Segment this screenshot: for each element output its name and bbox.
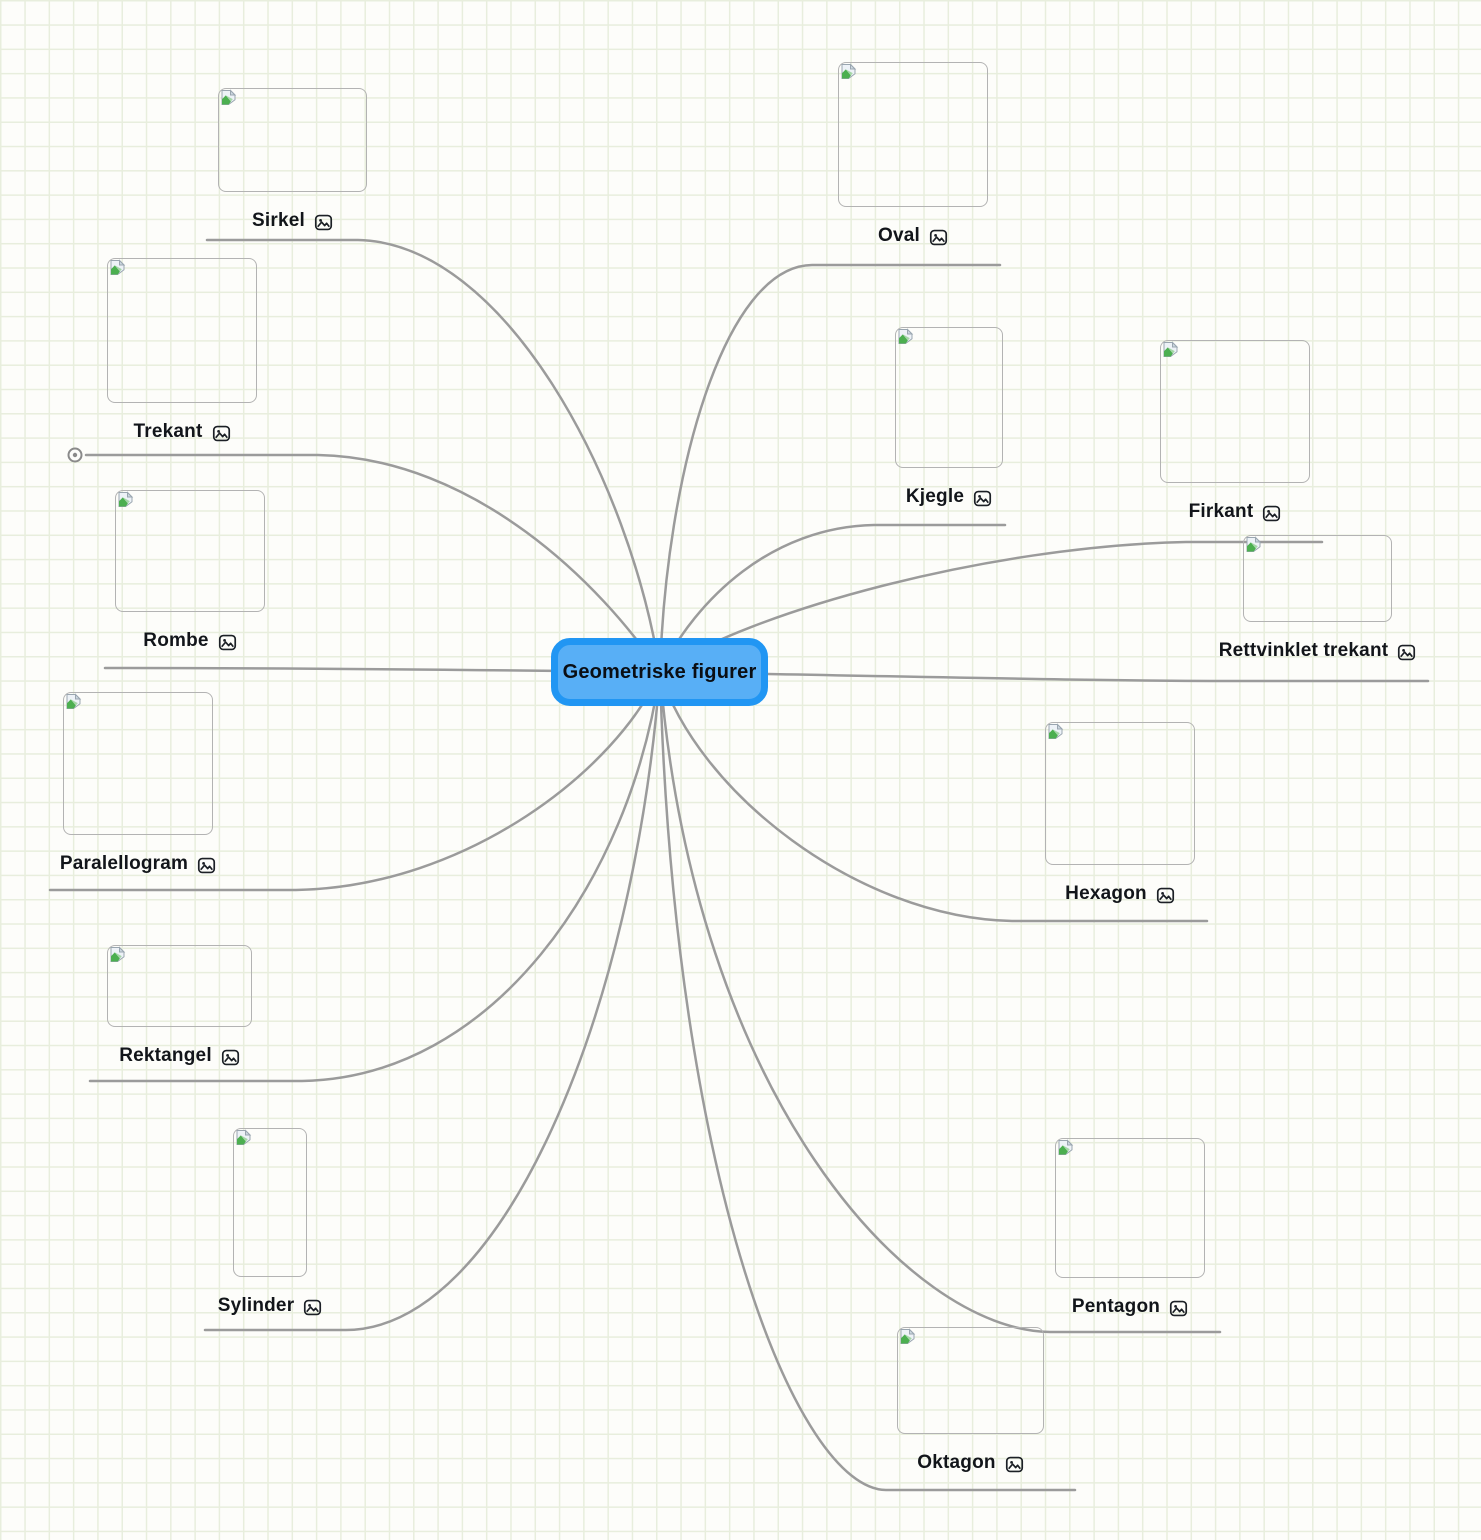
broken-image-placeholder-trekant[interactable] xyxy=(107,258,257,403)
picture-icon xyxy=(303,1299,322,1316)
broken-image-icon xyxy=(65,693,82,710)
node-label: Sirkel xyxy=(252,210,305,231)
node-label: Sylinder xyxy=(217,1295,295,1316)
picture-icon xyxy=(212,425,231,442)
node-label: Oval xyxy=(878,225,920,246)
broken-image-placeholder-rektangel[interactable] xyxy=(107,945,252,1027)
node-label: Trekant xyxy=(133,421,203,442)
node-label-row-paralellogram[interactable]: Paralellogram xyxy=(59,852,216,876)
broken-image-icon xyxy=(1047,723,1064,740)
node-trekant: Trekant xyxy=(107,258,257,444)
broken-image-icon xyxy=(1245,536,1262,553)
node-label-row-trekant[interactable]: Trekant xyxy=(107,420,257,444)
branch-line-sirkel xyxy=(205,238,662,674)
broken-image-placeholder-firkant[interactable] xyxy=(1160,340,1310,483)
node-label-row-kjegle[interactable]: Kjegle xyxy=(895,485,1003,509)
node-label-row-rombe[interactable]: Rombe xyxy=(115,629,265,653)
picture-icon xyxy=(314,214,333,231)
broken-image-placeholder-rombe[interactable] xyxy=(115,490,265,612)
node-paralellogram: Paralellogram xyxy=(59,692,216,876)
branch-line-rettvinklet-trekant xyxy=(658,670,1430,683)
node-label: Hexagon xyxy=(1065,883,1147,904)
picture-icon xyxy=(218,634,237,651)
broken-image-placeholder-pentagon[interactable] xyxy=(1055,1138,1205,1278)
center-node-geometriske-figurer[interactable]: Geometriske figurer xyxy=(551,638,768,706)
node-label-row-rektangel[interactable]: Rektangel xyxy=(107,1044,252,1068)
node-label-row-sylinder[interactable]: Sylinder xyxy=(218,1294,322,1318)
broken-image-icon xyxy=(109,946,126,963)
broken-image-placeholder-sirkel[interactable] xyxy=(218,88,367,192)
broken-image-placeholder-rettvinklet-trekant[interactable] xyxy=(1243,535,1392,622)
node-oval: Oval xyxy=(838,62,988,248)
broken-image-icon xyxy=(109,259,126,276)
node-firkant: Firkant xyxy=(1160,340,1310,524)
broken-image-icon xyxy=(1057,1139,1074,1156)
node-sylinder: Sylinder xyxy=(218,1128,322,1318)
branch-handle-icon[interactable] xyxy=(67,447,83,463)
broken-image-placeholder-hexagon[interactable] xyxy=(1045,722,1195,865)
picture-icon xyxy=(1169,1300,1188,1317)
node-label-row-sirkel[interactable]: Sirkel xyxy=(218,209,367,233)
node-label-row-rettvinklet-trekant[interactable]: Rettvinklet trekant xyxy=(1219,639,1416,663)
node-rettvinklet-trekant: Rettvinklet trekant xyxy=(1219,535,1416,663)
broken-image-icon xyxy=(1162,341,1179,358)
node-label-row-pentagon[interactable]: Pentagon xyxy=(1055,1295,1205,1319)
node-label: Kjegle xyxy=(905,486,965,507)
broken-image-placeholder-sylinder[interactable] xyxy=(233,1128,307,1277)
broken-image-placeholder-oval[interactable] xyxy=(838,62,988,207)
node-label: Oktagon xyxy=(917,1452,996,1473)
broken-image-placeholder-paralellogram[interactable] xyxy=(63,692,213,835)
node-oktagon: Oktagon xyxy=(897,1327,1044,1475)
node-rombe: Rombe xyxy=(115,490,265,653)
picture-icon xyxy=(1005,1456,1024,1473)
node-label: Rombe xyxy=(143,630,209,651)
node-label: Paralellogram xyxy=(59,853,189,874)
node-label: Rektangel xyxy=(119,1045,212,1066)
node-hexagon: Hexagon xyxy=(1045,722,1195,906)
picture-icon xyxy=(1262,505,1281,522)
node-label-row-oktagon[interactable]: Oktagon xyxy=(897,1451,1044,1475)
broken-image-icon xyxy=(220,89,237,106)
node-label: Firkant xyxy=(1188,501,1254,522)
broken-image-placeholder-kjegle[interactable] xyxy=(895,327,1003,468)
node-label: Rettvinklet trekant xyxy=(1218,640,1389,661)
picture-icon xyxy=(1397,644,1416,661)
broken-image-icon xyxy=(897,328,914,345)
broken-image-icon xyxy=(899,1328,916,1345)
picture-icon xyxy=(1156,887,1175,904)
picture-icon xyxy=(929,229,948,246)
node-label-row-hexagon[interactable]: Hexagon xyxy=(1045,882,1195,906)
node-label-row-oval[interactable]: Oval xyxy=(838,224,988,248)
node-label: Pentagon xyxy=(1071,1296,1161,1317)
picture-icon xyxy=(221,1049,240,1066)
node-pentagon: Pentagon xyxy=(1055,1138,1205,1319)
picture-icon xyxy=(197,857,216,874)
node-rektangel: Rektangel xyxy=(107,945,252,1068)
node-label-row-firkant[interactable]: Firkant xyxy=(1160,500,1310,524)
broken-image-icon xyxy=(117,491,134,508)
broken-image-icon xyxy=(840,63,857,80)
broken-image-icon xyxy=(235,1129,252,1146)
broken-image-placeholder-oktagon[interactable] xyxy=(897,1327,1044,1434)
picture-icon xyxy=(973,490,992,507)
center-node-label: Geometriske figurer xyxy=(562,660,757,683)
node-sirkel: Sirkel xyxy=(218,88,367,233)
node-kjegle: Kjegle xyxy=(895,327,1003,509)
